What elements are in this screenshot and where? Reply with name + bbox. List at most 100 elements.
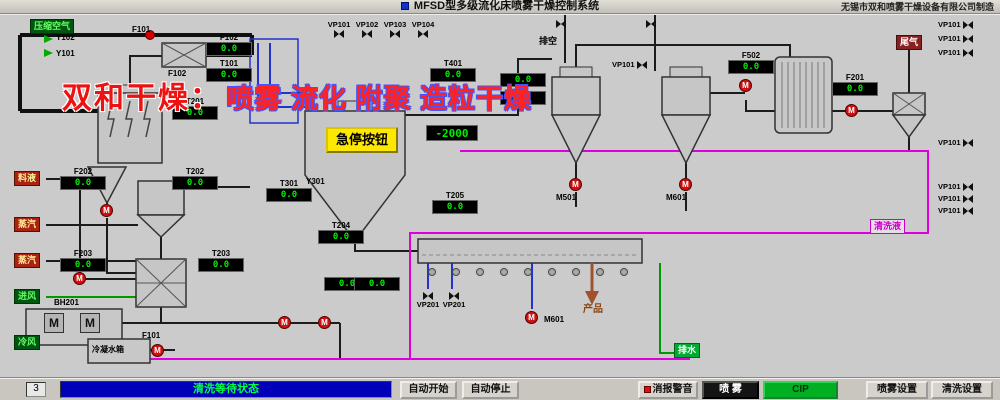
valve-vent-1[interactable] — [551, 19, 571, 29]
pump-f502[interactable]: M — [739, 79, 752, 92]
window-icon — [400, 2, 409, 11]
valve-vp201-2[interactable]: VP201 — [439, 291, 469, 309]
pump-m601[interactable]: M — [679, 178, 692, 191]
chip-product: 产品 — [583, 304, 603, 315]
product-arrow — [585, 263, 599, 305]
pump-m501[interactable]: M — [569, 178, 582, 191]
valve-icon — [423, 292, 433, 300]
valve-icon — [962, 35, 973, 43]
valve-icon — [962, 139, 973, 147]
cip-button[interactable]: CIP — [763, 381, 838, 399]
agitator-2: M — [80, 313, 100, 333]
cycle-counter: 3 — [26, 382, 46, 397]
valve-vp101-r7[interactable]: VP101 — [938, 207, 973, 215]
chip-cip-return: 清洗液 — [870, 219, 906, 234]
valve-icon — [646, 20, 656, 28]
chip-inlet-air: 进风 — [14, 289, 41, 304]
valve-vp101-vent[interactable]: VP101 — [612, 61, 647, 69]
condensate-tank — [87, 338, 151, 364]
gauge-chamber-pressure: -2000 — [426, 125, 478, 141]
tag-f101-top: F101 — [132, 25, 151, 34]
fluid-bed — [417, 238, 643, 276]
valve-icon — [636, 61, 647, 69]
valve-icon — [390, 30, 400, 38]
valve-vp201-1[interactable]: VP201 — [413, 291, 443, 309]
pump-feed[interactable]: M — [73, 272, 86, 285]
pipes-layer — [18, 15, 929, 364]
valve-vp103[interactable]: VP103 — [378, 21, 412, 39]
valve-vp101-r5[interactable]: VP101 — [938, 183, 973, 191]
cip-pipes — [150, 150, 929, 360]
tag-y102: Y102 — [56, 33, 75, 42]
valve-icon — [962, 21, 973, 29]
chip-steam-1: 蒸汽 — [14, 217, 41, 232]
tag-m601-bed: M601 — [544, 315, 565, 324]
manufacturer-label: 无锡市双和喷雾干燥设备有限公司制造 — [840, 2, 994, 12]
valve-vp101-top[interactable]: VP101 — [322, 21, 356, 39]
clean-settings-button[interactable]: 清洗设置 — [931, 381, 993, 399]
pump-condensate[interactable]: M — [151, 344, 164, 357]
gauge-cyclone-2: 0.0 — [500, 91, 546, 105]
pump-m601-bed[interactable]: M — [525, 311, 538, 324]
valve-icon — [962, 49, 973, 57]
valve-icon — [962, 195, 973, 203]
emergency-stop-button[interactable]: 急停按钮 — [326, 127, 398, 153]
alarm-icon — [643, 385, 651, 393]
chip-steam-2: 蒸汽 — [14, 253, 41, 268]
gauge-cyclone-1: 0.0 — [500, 73, 546, 87]
valve-vp101-r3[interactable]: VP101 — [938, 49, 973, 57]
valve-vp101-r6[interactable]: VP101 — [938, 195, 973, 203]
mute-alarm-button[interactable]: 消报警音 — [638, 381, 698, 399]
cyclone-a — [550, 66, 602, 165]
tag-bh201: BH201 — [54, 298, 79, 307]
tag-condensate-tank: 冷凝水箱 — [92, 345, 124, 354]
pump-exhaust-fan[interactable]: M — [845, 104, 858, 117]
tag-y101: Y101 — [56, 49, 75, 58]
valve-icon — [418, 30, 428, 38]
valve-icon — [449, 292, 459, 300]
auto-start-button[interactable]: 自动开始 — [400, 381, 457, 399]
chip-drain: 排水 — [674, 343, 701, 358]
chip-vent: 排空 — [539, 36, 558, 46]
chip-tail-gas: 尾气 — [896, 35, 923, 50]
valve-icon — [962, 207, 973, 215]
heater — [135, 258, 187, 308]
valve-vp101-r4[interactable]: VP101 — [938, 139, 973, 147]
status-message: 清洗等待状态 — [60, 381, 392, 398]
auto-stop-button[interactable]: 自动停止 — [462, 381, 519, 399]
pump-cip-1[interactable]: M — [278, 316, 291, 329]
chip-compressed-air: 压缩空气 — [30, 19, 75, 34]
spray-settings-button[interactable]: 喷雾设置 — [866, 381, 928, 399]
tag-f102-equipment: F102 — [168, 69, 187, 78]
gauge-bed-2: 0.0 — [354, 277, 400, 291]
pump-cyclone-left[interactable]: M — [100, 204, 113, 217]
valve-icon — [962, 183, 973, 191]
valve-vp104[interactable]: VP104 — [406, 21, 440, 39]
valve-icon — [556, 20, 566, 28]
spray-chamber — [304, 100, 406, 243]
tag-f101-bottom: F101 — [142, 331, 161, 340]
spray-button[interactable]: 喷 雾 — [702, 381, 759, 399]
valve-vp101-r1[interactable]: VP101 — [938, 21, 973, 29]
bag-filter — [97, 84, 163, 164]
title-bar: MFSD型多级流化床喷雾干燥控制系统 无锡市双和喷雾干燥设备有限公司制造 — [0, 0, 1000, 14]
valve-vp101-r2[interactable]: VP101 — [938, 35, 973, 43]
valve-vent-2[interactable] — [641, 19, 661, 29]
pump-cip-2[interactable]: M — [318, 316, 331, 329]
tag-m601: M601 — [666, 193, 687, 202]
valve-vp102[interactable]: VP102 — [350, 21, 384, 39]
